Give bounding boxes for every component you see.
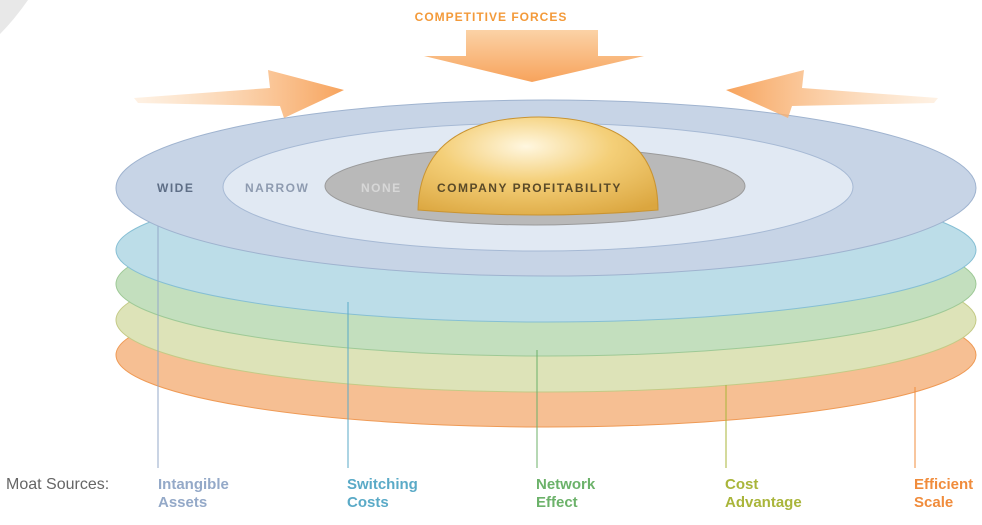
right-force-arrow [726, 70, 938, 118]
source-label-line1: Intangible [158, 476, 229, 493]
company-profitability-label: COMPANY PROFITABILITY [437, 181, 622, 195]
source-label-line1: Network [536, 476, 596, 493]
top-force-arrow [424, 30, 644, 82]
none-label: NONE [361, 181, 402, 195]
source-intangible-assets: Intangible Assets [158, 476, 229, 512]
corner-swoosh-decoration [0, 0, 28, 34]
source-efficient-scale: Efficient Scale [914, 476, 973, 512]
source-label-line1: Switching [347, 476, 418, 493]
moat-sources-label: Moat Sources: [6, 476, 110, 493]
source-label-line2: Advantage [725, 494, 802, 511]
source-label-line2: Assets [158, 494, 208, 511]
source-label-line1: Cost [725, 476, 759, 493]
competitive-forces-title: COMPETITIVE FORCES [414, 10, 568, 24]
source-switching-costs: Switching Costs [347, 476, 418, 512]
left-force-arrow [134, 70, 344, 118]
source-label-line2: Effect [536, 494, 578, 511]
source-label-line2: Scale [914, 494, 954, 511]
source-label-line1: Efficient [914, 476, 974, 493]
source-cost-advantage: Cost Advantage [725, 476, 802, 512]
source-network-effect: Network Effect [536, 476, 595, 512]
narrow-label: NARROW [245, 181, 309, 195]
company-profitability-dome [417, 116, 659, 216]
wide-label: WIDE [157, 181, 194, 195]
source-label-line2: Costs [347, 494, 389, 511]
